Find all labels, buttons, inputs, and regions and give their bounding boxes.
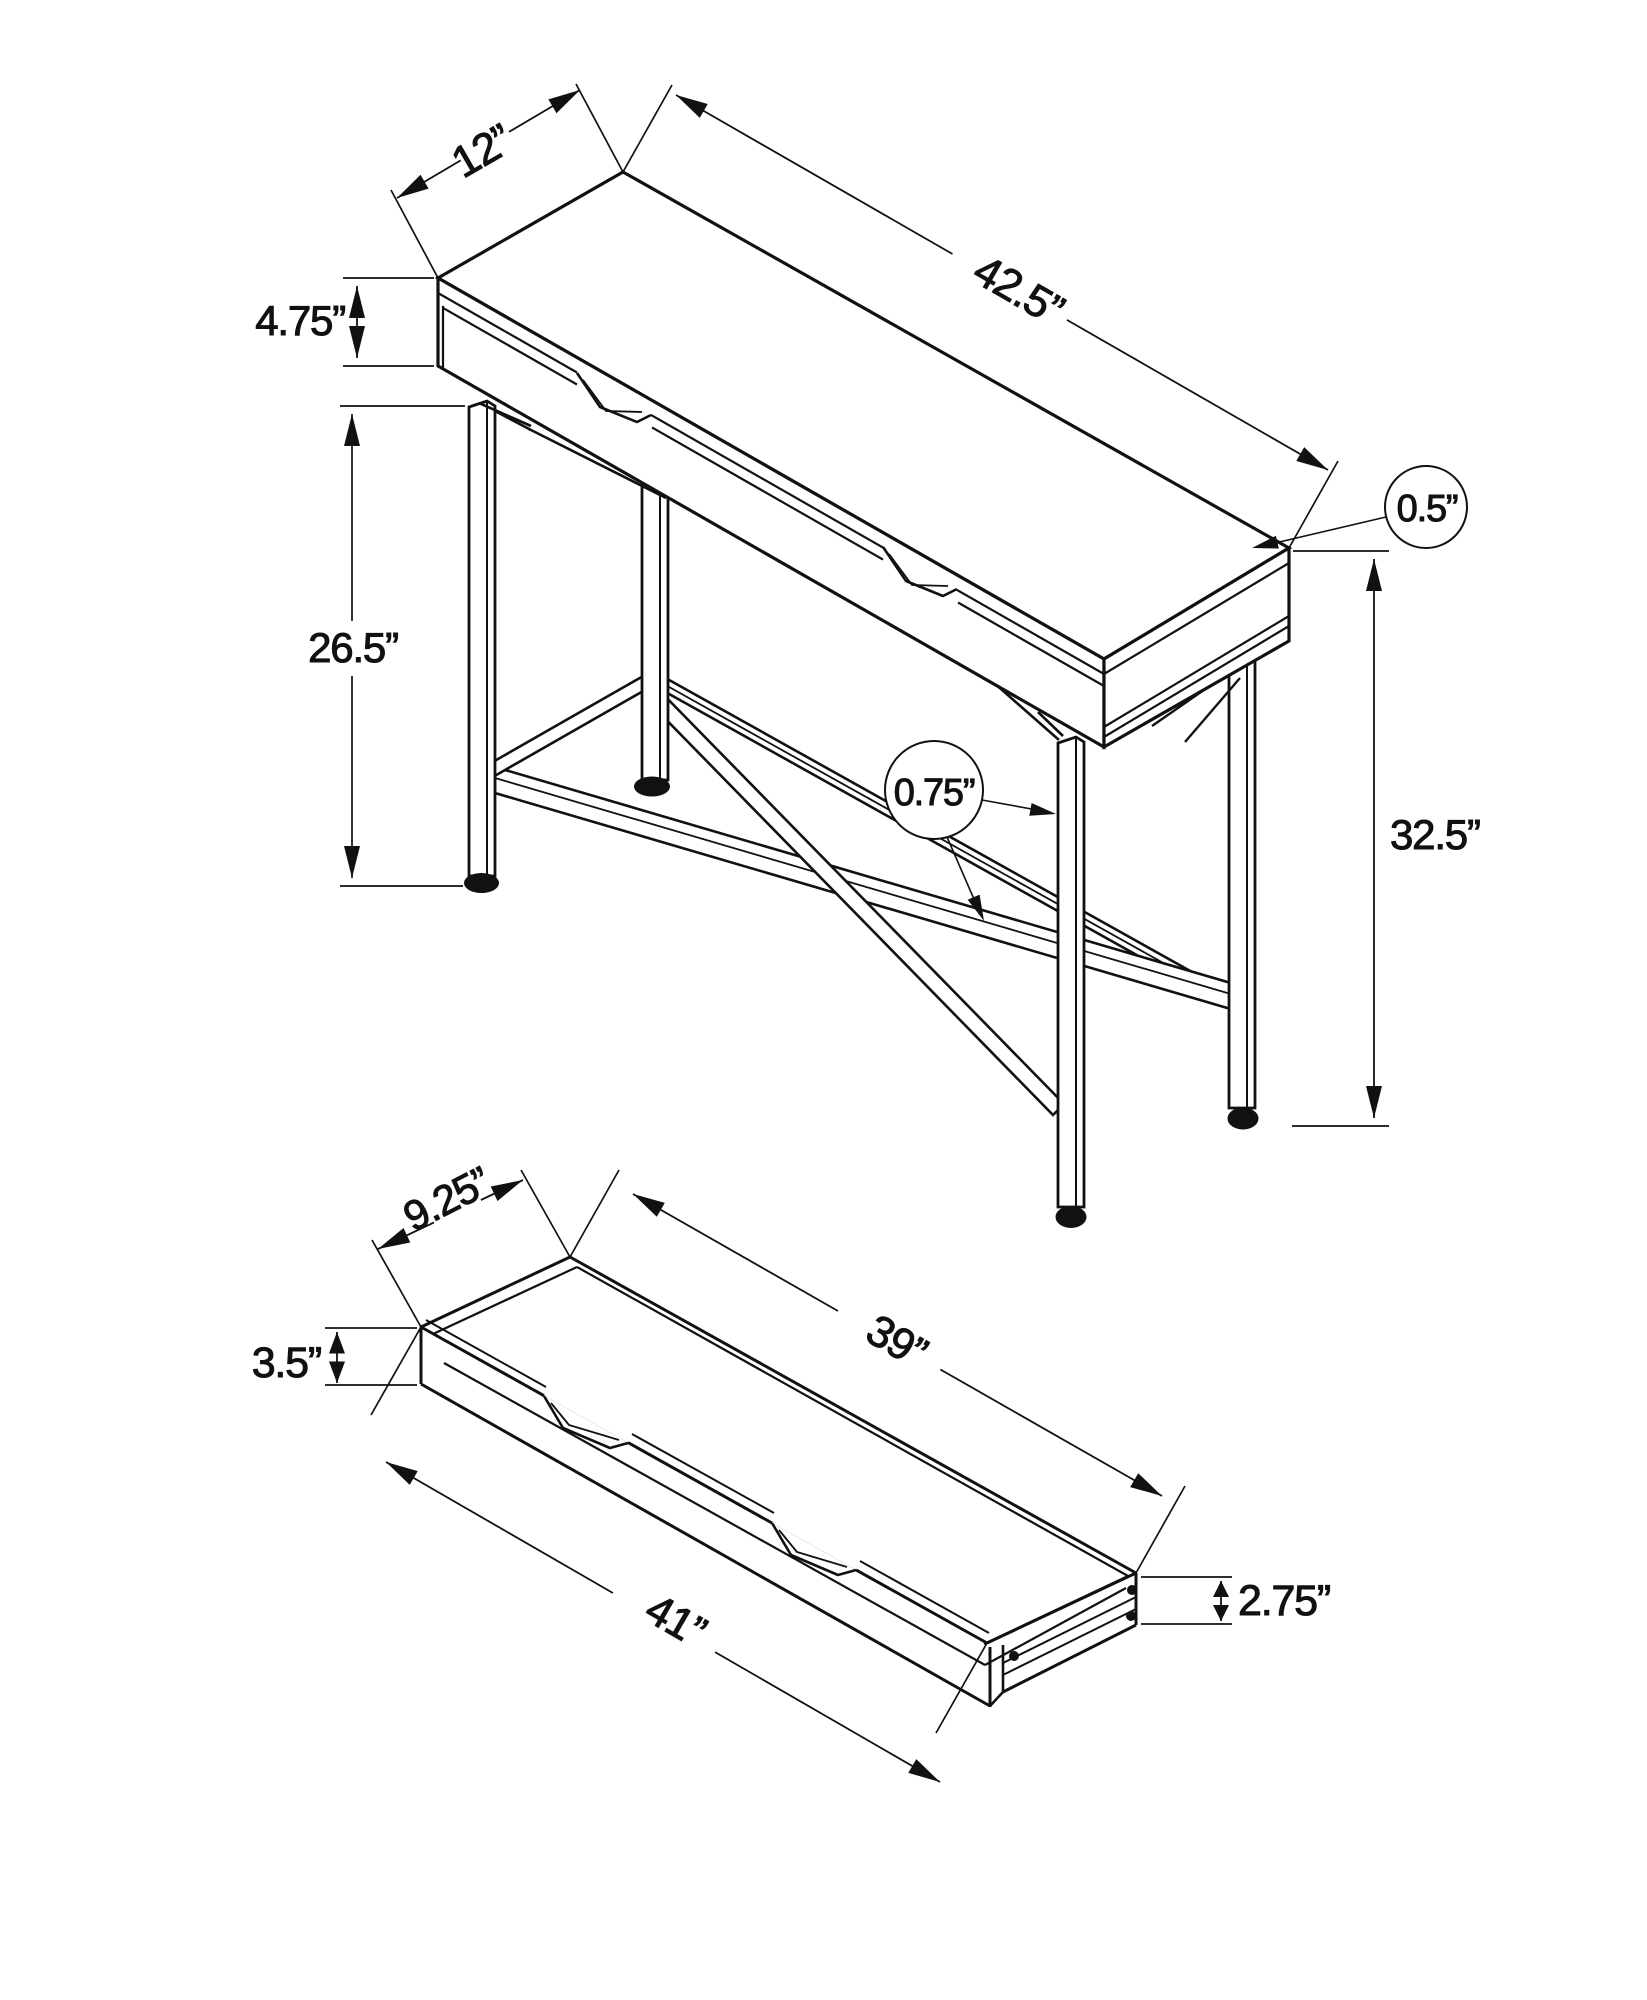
svg-text:3.5”: 3.5”: [252, 1339, 321, 1387]
svg-text:26.5”: 26.5”: [308, 624, 398, 671]
svg-text:2.75”: 2.75”: [1238, 1577, 1330, 1625]
svg-text:0.75”: 0.75”: [894, 772, 975, 814]
svg-text:4.75”: 4.75”: [255, 297, 345, 344]
svg-text:0.5”: 0.5”: [1397, 488, 1458, 530]
svg-text:32.5”: 32.5”: [1390, 811, 1480, 858]
